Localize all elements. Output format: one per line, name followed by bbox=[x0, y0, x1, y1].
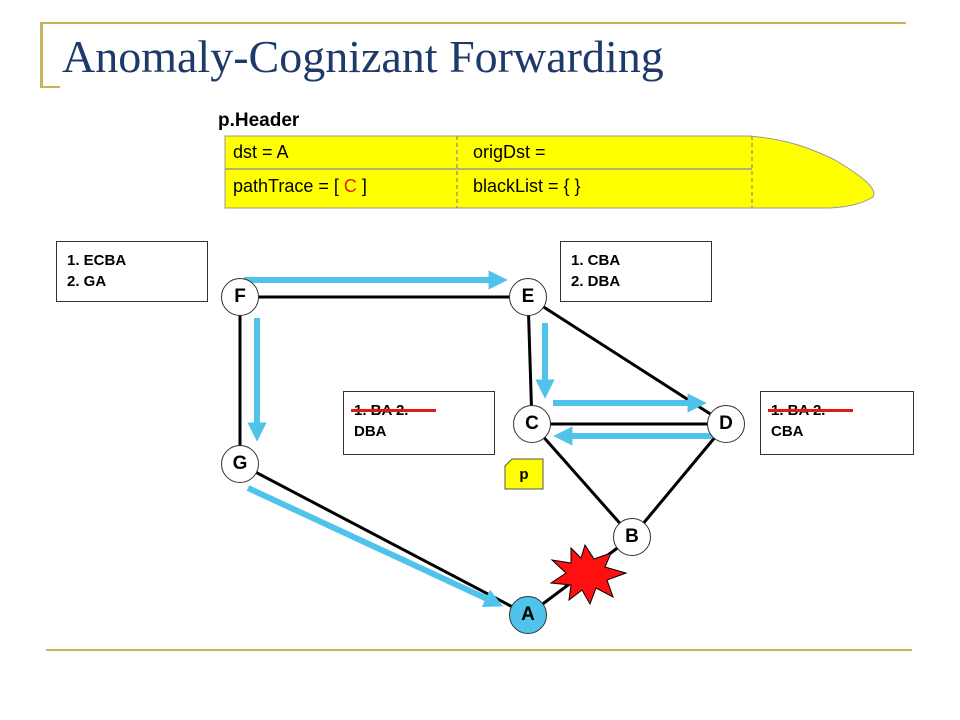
node-A-destination: A bbox=[509, 596, 547, 634]
node-G: G bbox=[221, 445, 259, 483]
link-E-C bbox=[526, 296, 534, 425]
packet-label-text: p bbox=[519, 466, 529, 483]
header-blacklist: blackList = { } bbox=[473, 176, 581, 196]
header-dst: dst = A bbox=[233, 142, 289, 162]
title-rule-vertical bbox=[40, 22, 43, 86]
table-E-row2: 2. DBA bbox=[571, 273, 621, 290]
header-pathtrace: pathTrace = [ C ] bbox=[233, 176, 367, 197]
pathtrace-prefix: pathTrace = [ bbox=[233, 176, 344, 196]
table-F-row1: 1. ECBA bbox=[67, 252, 127, 269]
node-C: C bbox=[513, 405, 551, 443]
table-C-row2: DBA bbox=[354, 423, 387, 440]
node-B: B bbox=[613, 518, 651, 556]
arrow-G-to-A bbox=[246, 485, 504, 608]
routing-table-F: 1. ECBA 2. GA bbox=[56, 241, 208, 302]
title-rule-top bbox=[40, 22, 906, 24]
table-F-row2: 2. GA bbox=[67, 273, 107, 290]
link-C-B bbox=[530, 423, 634, 538]
link-D-B bbox=[630, 423, 728, 538]
header-origdst: origDst = bbox=[473, 142, 546, 162]
table-D-row2: CBA bbox=[771, 423, 804, 440]
node-F: F bbox=[221, 278, 259, 316]
table-C-strikethrough bbox=[351, 409, 436, 412]
failure-explosion-icon bbox=[549, 543, 628, 606]
page-title: Anomaly-Cognizant Forwarding bbox=[62, 31, 664, 82]
packet-tag bbox=[504, 458, 544, 490]
routing-table-E: 1. CBA 2. DBA bbox=[560, 241, 712, 302]
header-banner bbox=[224, 135, 875, 209]
routing-table-C: 1. BA 2. DBA bbox=[343, 391, 495, 455]
routing-table-D: 1. BA 2. CBA bbox=[760, 391, 914, 455]
packet-label: p bbox=[505, 459, 543, 489]
table-E-row1: 1. CBA bbox=[571, 252, 621, 269]
title-rule-bottom bbox=[40, 86, 60, 88]
packet-header-label: p.Header bbox=[218, 110, 300, 131]
pathtrace-value: C bbox=[343, 176, 357, 196]
table-D-strikethrough bbox=[768, 409, 853, 412]
link-G-A bbox=[239, 462, 529, 617]
node-D: D bbox=[707, 405, 745, 443]
node-E: E bbox=[509, 278, 547, 316]
footer-rule bbox=[46, 649, 912, 651]
pathtrace-suffix: ] bbox=[356, 176, 367, 196]
